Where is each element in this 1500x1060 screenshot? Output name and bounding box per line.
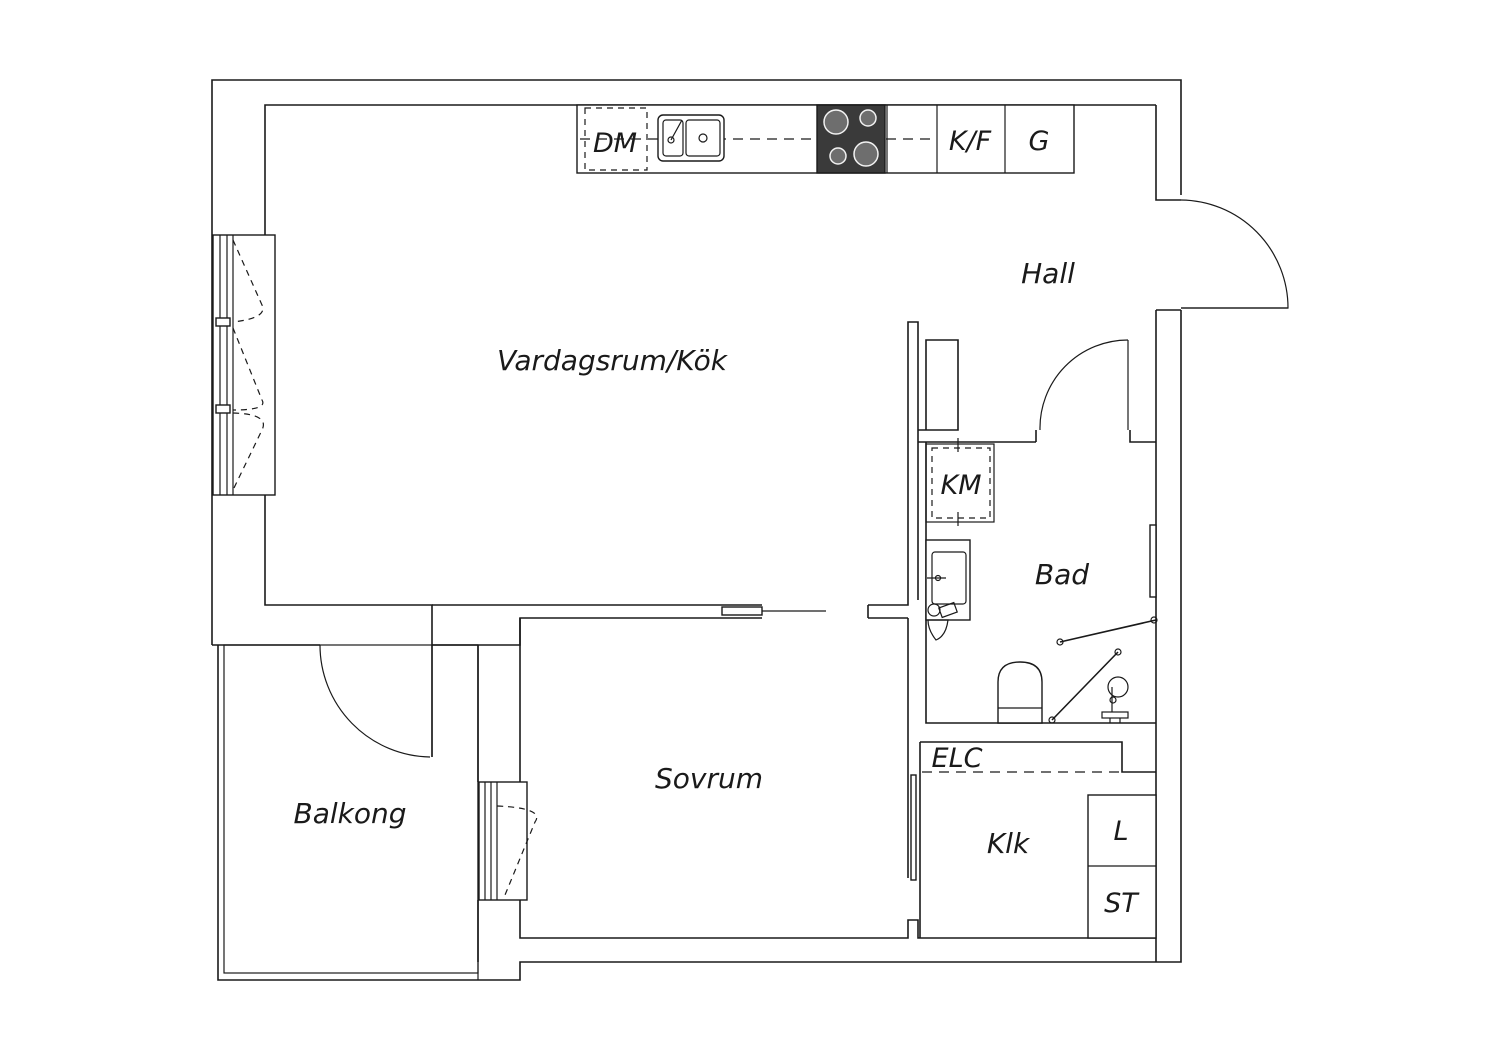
closet-fixtures xyxy=(922,771,1157,939)
room-label-balcony: Balkong xyxy=(293,797,406,830)
room-label-closet: Klk xyxy=(987,827,1031,860)
sink-icon xyxy=(657,114,725,162)
washbasin-icon xyxy=(925,539,971,621)
kitchen-counter xyxy=(576,104,1075,174)
stove-icon xyxy=(816,104,886,174)
fixture-label-fridge-freezer: K/F xyxy=(949,126,992,157)
toilet-icon xyxy=(997,661,1043,724)
fixture-label-dishwasher: DM xyxy=(593,128,637,159)
fixture-label-storage: ST xyxy=(1104,888,1140,919)
fixture-label-electrical: ELC xyxy=(932,743,983,774)
fixture-label-linen: L xyxy=(1113,816,1128,847)
interior-walls xyxy=(432,321,1156,962)
room-label-living-kitchen: Vardagsrum/Kök xyxy=(497,344,729,377)
outer-walls xyxy=(211,79,1182,981)
fixture-label-cabinet-g: G xyxy=(1029,126,1050,157)
room-label-hall: Hall xyxy=(1021,257,1075,290)
room-label-bedroom: Sovrum xyxy=(655,762,763,795)
bathroom-fixtures xyxy=(925,438,1158,724)
windows xyxy=(212,234,538,901)
shower-icon xyxy=(1101,676,1129,723)
fixture-label-washing-machine: KM xyxy=(940,470,981,501)
doors xyxy=(319,199,1289,881)
room-label-bath: Bad xyxy=(1035,558,1089,591)
